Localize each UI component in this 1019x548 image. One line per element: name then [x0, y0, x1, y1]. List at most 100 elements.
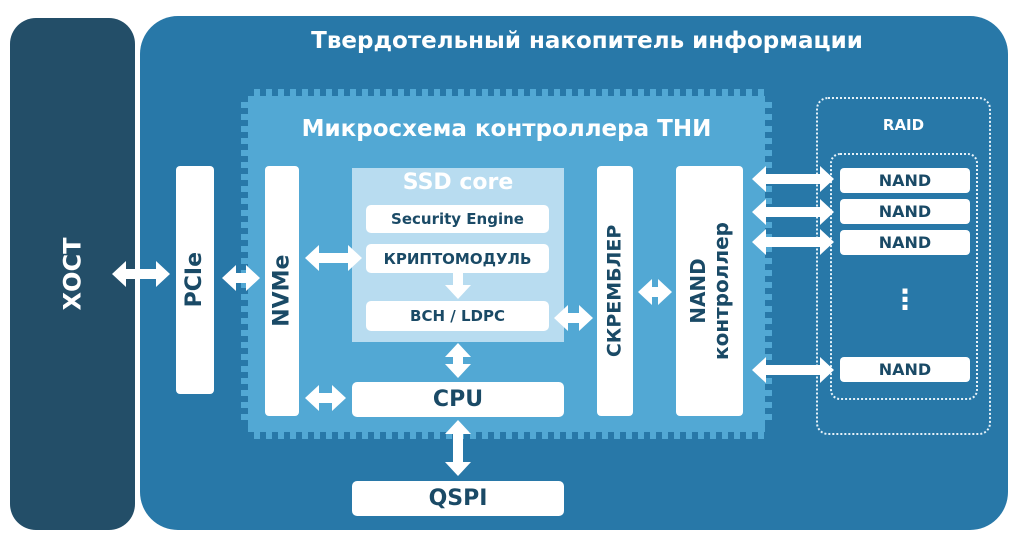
chip-pin — [254, 432, 260, 439]
chip-pin — [765, 318, 772, 324]
chip-pin — [650, 89, 656, 96]
chip-pin — [566, 432, 572, 439]
chip-pin — [765, 294, 772, 300]
chip-pin — [734, 89, 740, 96]
chip-pin — [422, 432, 428, 439]
chip-pin — [758, 89, 764, 96]
chip-pin — [241, 402, 248, 408]
chip-pin — [241, 378, 248, 384]
nand-array — [830, 153, 978, 400]
chip-pin — [241, 198, 248, 204]
ssd-title: Твердотельный накопитель информации — [311, 28, 863, 54]
chip-pin — [278, 432, 284, 439]
chip-pin — [626, 432, 632, 439]
qspi-block: QSPI — [352, 481, 564, 516]
nand-controller-block: NAND контроллер — [676, 166, 743, 416]
chip-pin — [314, 432, 320, 439]
chip-pin — [398, 89, 404, 96]
cpu-block: CPU — [352, 382, 564, 417]
nand-ellipsis: ⋮ — [891, 283, 919, 316]
chip-pin — [765, 414, 772, 420]
nandctrl-nand4-arrow — [752, 357, 834, 383]
chip-pin — [578, 432, 584, 439]
chip-pin — [494, 89, 500, 96]
chip-pin — [566, 89, 572, 96]
chip-pin — [241, 102, 248, 108]
chip-pin — [710, 89, 716, 96]
chip-pin — [241, 186, 248, 192]
nandctrl-nand3-arrow — [752, 229, 834, 255]
chip-pin — [722, 432, 728, 439]
pcie-block: PCIe — [176, 166, 214, 394]
chip-pin — [765, 198, 772, 204]
nvme-block: NVMe — [265, 166, 299, 416]
chip-pin — [674, 432, 680, 439]
nand-chip-4: NAND — [840, 357, 970, 382]
chip-pin — [722, 89, 728, 96]
nvme-cpu-arrow — [305, 385, 346, 411]
chip-pin — [506, 432, 512, 439]
host-pcie-arrow — [112, 261, 170, 287]
chip-pin — [765, 306, 772, 312]
chip-pin — [765, 150, 772, 156]
chip-pin — [446, 432, 452, 439]
chip-pin — [241, 366, 248, 372]
chip-pin — [554, 89, 560, 96]
chip-pin — [362, 89, 368, 96]
chip-pin — [614, 432, 620, 439]
chip-pin — [674, 89, 680, 96]
chip-pin — [302, 89, 308, 96]
crypto-module-block: КРИПТОМОДУЛЬ — [366, 244, 549, 273]
chip-pin — [765, 246, 772, 252]
chip-pin — [410, 89, 416, 96]
chip-pin — [241, 258, 248, 264]
chip-pin — [470, 432, 476, 439]
chip-pin — [241, 318, 248, 324]
chip-pin — [241, 174, 248, 180]
chip-pin — [638, 432, 644, 439]
chip-pin — [506, 89, 512, 96]
chip-pin — [254, 89, 260, 96]
chip-pin — [374, 432, 380, 439]
nand-chip-3: NAND — [840, 230, 970, 255]
chip-pin — [662, 432, 668, 439]
chip-pin — [434, 432, 440, 439]
chip-pin — [765, 390, 772, 396]
chip-pin — [765, 126, 772, 132]
chip-pin — [241, 294, 248, 300]
chip-pin — [241, 354, 248, 360]
chip-pin — [746, 432, 752, 439]
chip-pin — [241, 138, 248, 144]
ssd-core-title: SSD core — [402, 170, 514, 195]
security-engine-block: Security Engine — [366, 205, 549, 233]
chip-pin — [765, 138, 772, 144]
chip-pin — [765, 402, 772, 408]
chip-pin — [765, 282, 772, 288]
chip-pin — [530, 89, 536, 96]
chip-pin — [241, 234, 248, 240]
chip-pin — [458, 89, 464, 96]
cpu-qspi-arrow — [445, 420, 471, 476]
chip-pin — [590, 89, 596, 96]
chip-pin — [446, 89, 452, 96]
chip-pin — [686, 89, 692, 96]
chip-pin — [374, 89, 380, 96]
chip-pin — [518, 89, 524, 96]
chip-pin — [746, 89, 752, 96]
chip-pin — [542, 432, 548, 439]
raid-group — [816, 97, 991, 435]
chip-pin — [765, 258, 772, 264]
chip-pin — [241, 114, 248, 120]
chip-pin — [241, 342, 248, 348]
chip-pin — [554, 432, 560, 439]
chip-pin — [290, 89, 296, 96]
chip-pin — [686, 432, 692, 439]
chip-pin — [241, 126, 248, 132]
chip-pin — [470, 89, 476, 96]
chip-pin — [241, 306, 248, 312]
chip-pin — [765, 342, 772, 348]
chip-pin — [278, 89, 284, 96]
chip-pin — [410, 432, 416, 439]
chip-pin — [662, 89, 668, 96]
